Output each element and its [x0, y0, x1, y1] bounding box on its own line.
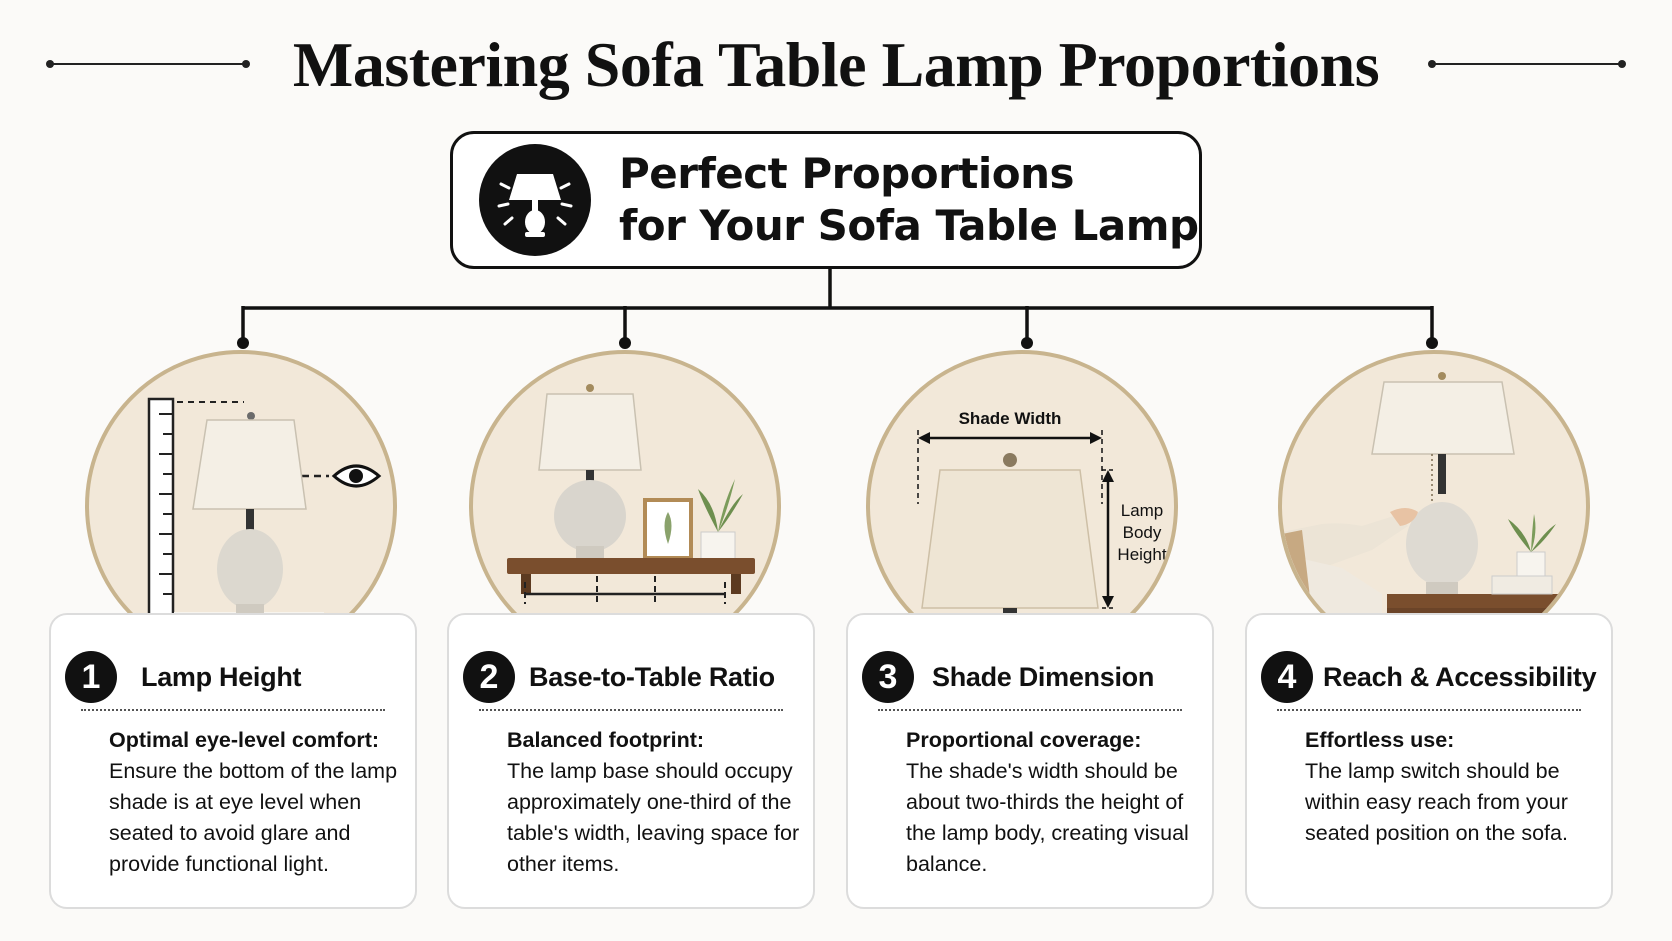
title-rule-right	[1428, 60, 1626, 68]
step-card-4: 4 Reach & Accessibility Effortless use: …	[1245, 613, 1613, 909]
step-card-2: 2 Base-to-Table Ratio Balanced footprint…	[447, 613, 815, 909]
step-number-badge: 1	[65, 651, 117, 703]
card-header: 3 Shade Dimension	[862, 651, 1154, 703]
card-title: Lamp Height	[141, 661, 302, 692]
lamp-icon	[479, 144, 591, 256]
step-card-3: 3 Shade Dimension Proportional coverage:…	[846, 613, 1214, 909]
card-header: 1 Lamp Height	[65, 651, 302, 703]
header-line-2: for Your Sofa Table Lamp	[619, 201, 1199, 250]
illustration-reach-accessibility	[1278, 350, 1590, 662]
card-subtitle: Proportional coverage:	[906, 728, 1142, 752]
card-subtitle: Optimal eye-level comfort:	[109, 728, 380, 752]
card-subtitle: Effortless use:	[1305, 728, 1455, 752]
card-title: Reach & Accessibility	[1323, 661, 1597, 692]
lamp-body-height-label-3: Height	[1117, 545, 1166, 564]
title-rule-left	[46, 60, 250, 68]
lamp-body-height-label-2: Body	[1123, 523, 1162, 542]
card-title: Shade Dimension	[932, 661, 1155, 692]
step-number-badge: 4	[1261, 651, 1313, 703]
card-description: The lamp base should occupy approximatel…	[507, 759, 800, 876]
illustration-lamp-height	[85, 350, 397, 662]
card-body: Optimal eye-level comfort: Ensure the bo…	[109, 725, 405, 880]
dotted-divider	[479, 709, 783, 711]
card-header: 4 Reach & Accessibility	[1261, 651, 1597, 703]
step-card-1: 1 Lamp Height Optimal eye-level comfort:…	[49, 613, 417, 909]
eye-icon	[331, 464, 382, 488]
card-description: Ensure the bottom of the lamp shade is a…	[109, 759, 398, 876]
header-line-1: Perfect Proportions	[619, 149, 1075, 198]
header-box: Perfect Proportions for Your Sofa Table …	[450, 131, 1202, 269]
card-description: The lamp switch should be within easy re…	[1305, 759, 1568, 845]
card-body: Proportional coverage: The shade's width…	[906, 725, 1202, 880]
dotted-divider	[81, 709, 385, 711]
step-number-badge: 2	[463, 651, 515, 703]
header-text: Perfect Proportions for Your Sofa Table …	[619, 148, 1199, 252]
card-body: Effortless use: The lamp switch should b…	[1305, 725, 1601, 849]
page-title: Mastering Sofa Table Lamp Proportions	[292, 29, 1380, 100]
step-number-badge: 3	[862, 651, 914, 703]
lamp-body-height-label-1: Lamp	[1121, 501, 1164, 520]
dotted-divider	[878, 709, 1182, 711]
card-body: Balanced footprint: The lamp base should…	[507, 725, 803, 880]
illustration-shade-dimension: Shade Width Lamp Body Height	[866, 350, 1178, 662]
card-header: 2 Base-to-Table Ratio	[463, 651, 775, 703]
card-subtitle: Balanced footprint:	[507, 728, 705, 752]
title-row: Mastering Sofa Table Lamp Proportions	[0, 22, 1672, 108]
dotted-divider	[1277, 709, 1581, 711]
card-description: The shade's width should be about two-th…	[906, 759, 1189, 876]
shade-width-label: Shade Width	[959, 409, 1062, 428]
illustration-base-table-ratio: 1/3	[469, 350, 781, 662]
card-title: Base-to-Table Ratio	[529, 661, 775, 692]
